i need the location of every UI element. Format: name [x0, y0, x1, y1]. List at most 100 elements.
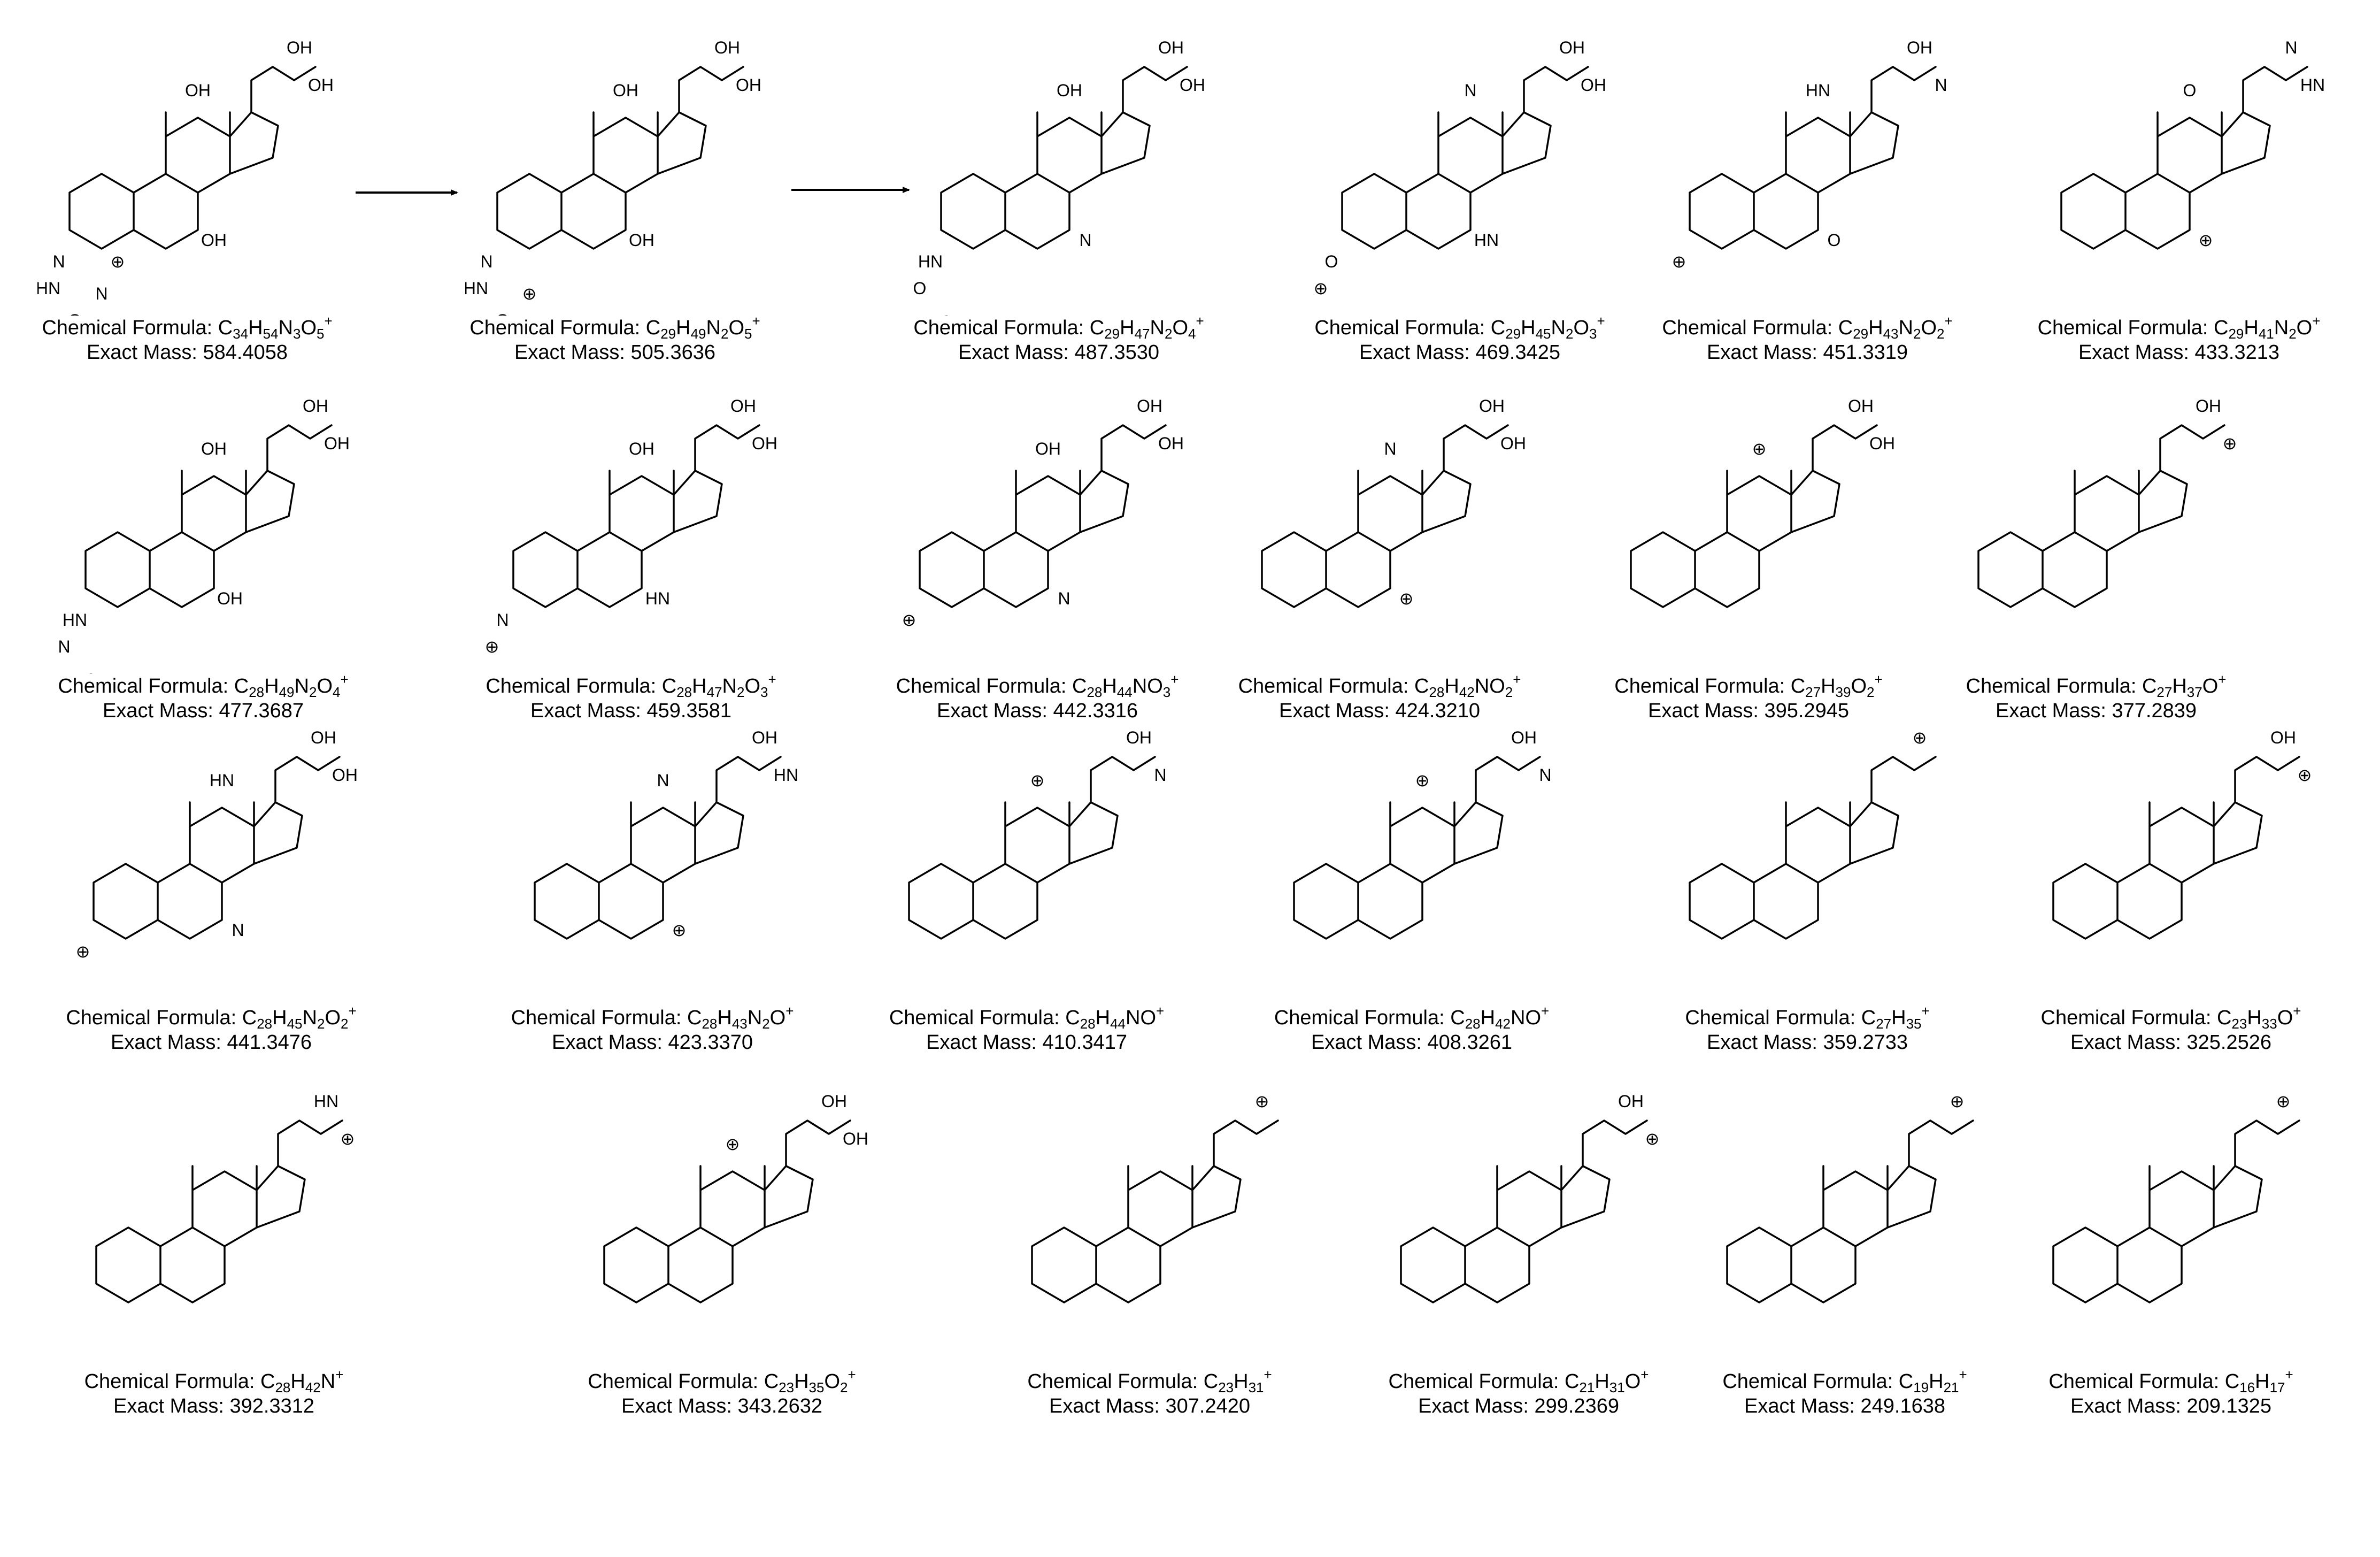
- exact-mass: Exact Mass: 299.2369: [1418, 1395, 1619, 1417]
- formula-part: 28: [676, 684, 692, 700]
- formula-part: O: [317, 675, 333, 697]
- formula-part: 28: [257, 1016, 273, 1032]
- charge-symbol: ⊕: [341, 1129, 355, 1148]
- atom-label: N: [2285, 38, 2297, 57]
- bond-skeleton: [1341, 66, 1589, 250]
- formula-part: +: [1513, 671, 1521, 687]
- atom-label: OH: [2196, 396, 2221, 416]
- formula-part: +: [1597, 313, 1605, 329]
- charge-symbol: ⊕: [76, 942, 90, 961]
- formula-part: 44: [1110, 1016, 1126, 1032]
- formula-part: 42: [1495, 1016, 1511, 1032]
- compound: OHOHOHOHNHNON⊕Chemical Formula: C34H54N3…: [0, 16, 374, 365]
- structure: HN⊕: [95, 1092, 355, 1303]
- chemical-formula: Chemical Formula: C23H33O+: [1984, 1004, 2358, 1031]
- exact-mass: Exact Mass: 408.3261: [1311, 1031, 1512, 1054]
- atom-label: OH: [629, 231, 654, 250]
- exact-mass: Exact Mass: 487.3530: [958, 341, 1159, 364]
- atom-label: HN: [918, 252, 943, 271]
- formula-part: O: [1140, 1007, 1156, 1029]
- atom-label: OH: [1907, 38, 1932, 57]
- chemical-formula: Chemical Formula: C28H49N2O4+: [0, 672, 406, 699]
- charge-symbol: ⊕: [2223, 434, 2237, 453]
- formula-part: 44: [1116, 684, 1133, 700]
- structure: OHN⊕: [908, 728, 1167, 940]
- formula-part: O: [2277, 1007, 2293, 1029]
- chemical-formula: Chemical Formula: C28H42NO+: [1208, 1004, 1615, 1032]
- formula-part: H: [2255, 1370, 2270, 1393]
- formula-part: 34: [233, 326, 249, 342]
- formula-part: 2: [1164, 326, 1173, 342]
- atom-label: HN: [465, 279, 488, 298]
- atom-label: N: [95, 284, 107, 303]
- formula-part: 45: [287, 1016, 303, 1032]
- atom-label: O: [1828, 231, 1841, 250]
- formula-part: N: [278, 317, 293, 339]
- formula-part: +: [1921, 1003, 1930, 1019]
- exact-mass: Exact Mass: 307.2420: [1049, 1395, 1250, 1417]
- compound: OH⊕Chemical Formula: C21H31O+Exact Mass:…: [1326, 1070, 1711, 1418]
- formula-part: H: [1821, 675, 1836, 697]
- charge-symbol: ⊕: [2276, 1092, 2291, 1111]
- compound: HN⊕Chemical Formula: C28H42N+Exact Mass:…: [0, 1070, 428, 1418]
- compound: OH⊕Chemical Formula: C27H37O+Exact Mass:…: [1904, 374, 2289, 723]
- formula-part: 28: [1087, 684, 1103, 700]
- formula-prefix: Chemical Formula:: [588, 1370, 764, 1393]
- formula-part: C: [1203, 1370, 1219, 1393]
- structure: OHOHOHOHNHNON⊕: [37, 38, 334, 316]
- formula-part: 4: [1188, 326, 1196, 342]
- chemical-formula: Chemical Formula: C29H41N2O+: [1978, 314, 2379, 341]
- formula-part: H: [1102, 675, 1117, 697]
- formula-part: H: [2244, 317, 2259, 339]
- chemical-formula: Chemical Formula: C28H42NO2+: [1176, 671, 1583, 700]
- formula-part: N: [747, 1007, 762, 1029]
- formula-part: 47: [1134, 326, 1150, 342]
- atom-label: N: [1079, 231, 1091, 250]
- formula-prefix: Chemical Formula:: [2040, 1007, 2217, 1029]
- formula-part: O: [2296, 317, 2313, 339]
- atom-label: HN: [774, 765, 798, 785]
- formula-part: C: [1414, 675, 1429, 697]
- formula-part: +: [1170, 671, 1179, 687]
- atom-label: HN: [314, 1092, 338, 1111]
- formula-part: 42: [1459, 684, 1475, 700]
- formula-part: N: [1125, 1007, 1141, 1029]
- charge-symbol: ⊕: [485, 637, 499, 656]
- formula-part: N: [722, 675, 737, 697]
- formula-part: C: [2224, 1370, 2240, 1393]
- atom-label: HN: [1474, 231, 1499, 250]
- chemical-formula: Chemical Formula: C29H49N2O5+: [428, 314, 802, 341]
- formula-part: C: [218, 317, 233, 339]
- exact-mass: Exact Mass: 441.3476: [111, 1031, 312, 1054]
- chemical-formula: Chemical Formula: C28H47N2O3+: [428, 672, 834, 700]
- formula-part: 21: [1943, 1379, 1959, 1395]
- formula-part: H: [717, 1007, 732, 1029]
- formula-part: O: [325, 1007, 341, 1029]
- formula-part: O: [1147, 675, 1163, 697]
- atom-label: OH: [308, 75, 334, 95]
- formula-part: +: [348, 1003, 357, 1019]
- bond-skeleton: [512, 424, 760, 608]
- bond-skeleton: [534, 756, 782, 940]
- formula-part: C: [1450, 1007, 1465, 1029]
- atom-label: HN: [210, 771, 234, 790]
- formula-part: 2: [341, 1016, 349, 1032]
- atom-label: OH: [629, 439, 654, 458]
- structure: OH⊕: [2052, 728, 2312, 940]
- atom-label: N: [58, 637, 70, 656]
- formula-part: N: [1898, 317, 1913, 339]
- formula-part: +: [1959, 1367, 1967, 1383]
- bond-skeleton: [1031, 1119, 1279, 1303]
- charge-symbol: ⊕: [2199, 231, 2213, 250]
- formula-part: C: [1490, 317, 1506, 339]
- chemical-formula: Chemical Formula: C28H44NO3+: [834, 671, 1241, 700]
- atom-label: O: [68, 311, 82, 316]
- formula-prefix: Chemical Formula:: [896, 675, 1072, 697]
- chemical-formula: Chemical Formula: C29H43N2O2+: [1620, 314, 1994, 341]
